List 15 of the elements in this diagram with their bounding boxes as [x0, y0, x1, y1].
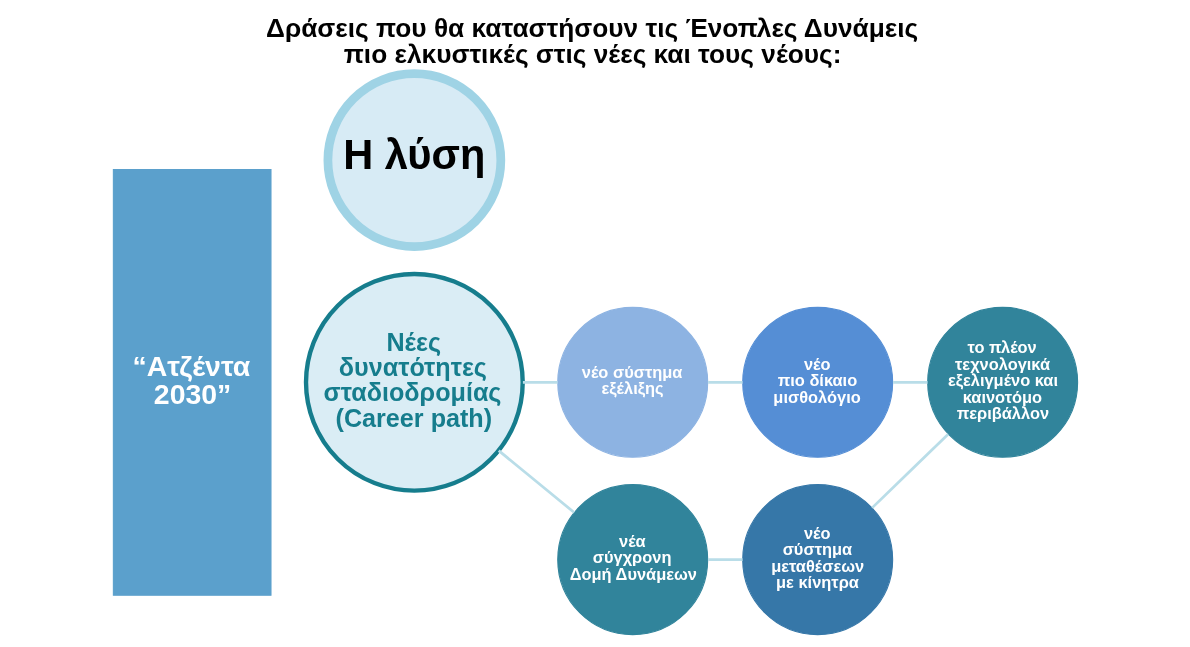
node-circle: νέο σύστημα μεταθέσεων με κίνητρα	[741, 484, 893, 636]
node-circle: Η λύση	[323, 69, 505, 251]
node-circle: νέο σύστημα εξέλιξης	[556, 306, 708, 458]
node-circle: νέα σύγχρονη Δομή Δυνάμεων	[556, 484, 708, 636]
connector	[870, 433, 949, 509]
node-box: “Ατζέντα 2030”	[112, 168, 272, 596]
connector	[707, 558, 743, 561]
connector	[707, 380, 743, 384]
connector	[522, 380, 558, 384]
diagram-title: Δράσεις που θα καταστήσουν τις Ένοπλες Δυνάμεις πιο ελκυστικές στις νέες και τους νέους:	[265, 12, 918, 69]
connector	[892, 380, 928, 384]
node-circle: Νέες δυνατότητες σταδιοδρομίας (Career path)	[303, 271, 525, 493]
node-circle: νέο πιο δίκαιο μισθολόγιο	[741, 306, 893, 458]
connector	[497, 449, 575, 514]
node-circle: το πλέον τεχνολογικά εξελιγμένο και καινοτόμο περιβάλλον	[926, 306, 1078, 458]
